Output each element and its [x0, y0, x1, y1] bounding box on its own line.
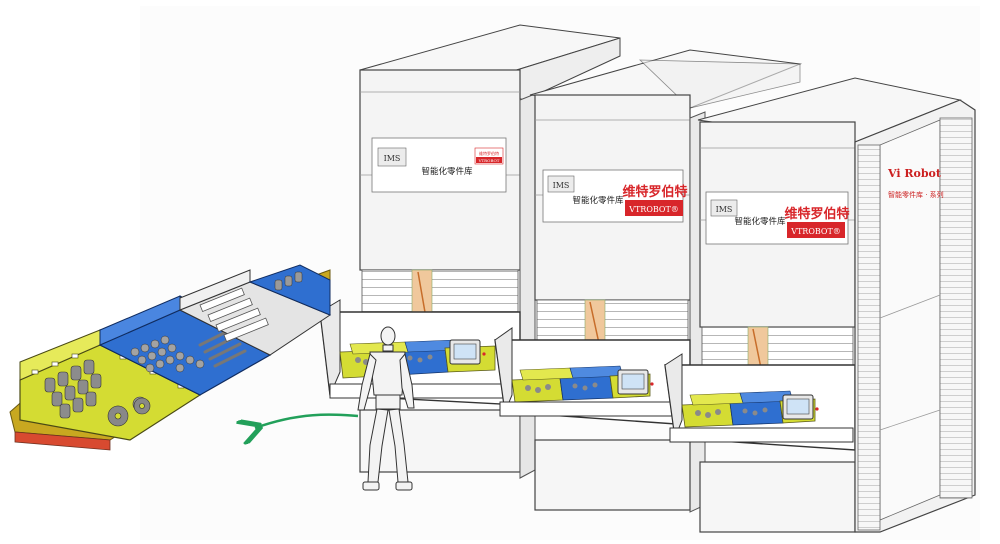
cabinet-logo-line2: VTROBOT® [628, 205, 679, 214]
cabinet-title: 智能化零件库 [734, 216, 786, 227]
cabinet-title: 智能化零件库 [572, 195, 624, 206]
tray-closeup [9, 264, 332, 451]
cabinet-logo-line1: 维特罗伯特 [622, 184, 687, 200]
cabinet-badge: IMS [553, 181, 570, 190]
cabinet-logo-line1: 维特罗伯特 [479, 150, 499, 156]
cabinet-2: IMS 智能化零件库 维特罗伯特 VTROBOT® [494, 49, 802, 513]
cabinet-badge: IMS [716, 205, 733, 214]
cabinet-logo-line1: 维特罗伯特 [784, 206, 849, 222]
touch-screen-icon[interactable] [617, 369, 654, 395]
cabinet-logo-line2: VTROBOT® [790, 227, 841, 236]
arrow-icon [255, 413, 359, 428]
touch-screen-icon[interactable] [782, 394, 819, 420]
robot-figure-icon [357, 326, 415, 491]
cabinet-badge: IMS [384, 154, 401, 163]
touch-screen-icon[interactable] [449, 339, 486, 365]
cabinet-1: IMS 智能化零件库 维特罗伯特 VTROBOT [319, 24, 621, 479]
side-panel: Vi Robot 智能零件库 · 系列 [854, 99, 976, 533]
side-panel-subtitle: 智能零件库 · 系列 [888, 190, 944, 199]
cabinet-title: 智能化零件库 [421, 166, 473, 177]
cabinet-3: IMS 智能化零件库 维特罗伯特 VTROBOT® [664, 77, 962, 533]
cabinet-logo-line2: VTROBOT [478, 158, 500, 163]
side-panel-brand: Vi Robot [887, 167, 942, 180]
